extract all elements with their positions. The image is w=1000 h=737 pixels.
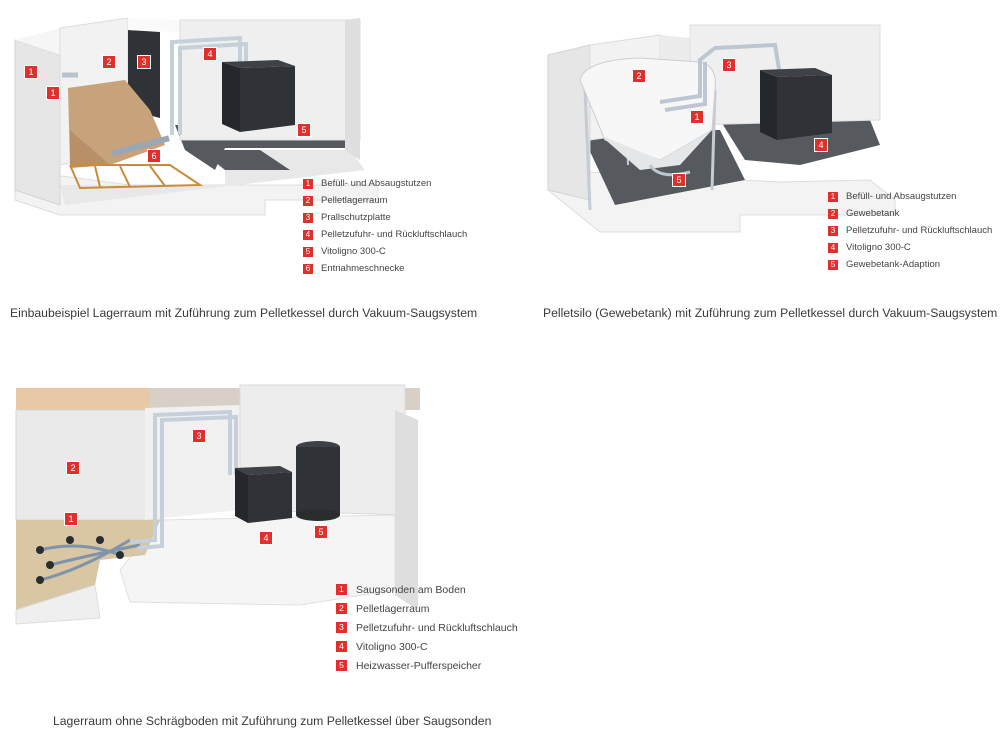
caption-figure-3: Lagerraum ohne Schrägboden mit Zuführung…	[53, 714, 492, 728]
marker-2: 2	[103, 56, 115, 68]
illustration-fabric-tank	[547, 24, 896, 233]
marker-3: 3	[193, 430, 205, 442]
marker-1: 1	[65, 513, 77, 525]
marker-6: 6	[148, 150, 160, 162]
marker-2: 2	[67, 462, 79, 474]
marker-1a: 1	[25, 66, 37, 78]
marker-1: 1	[691, 111, 703, 123]
illustration-storage-room	[14, 17, 379, 216]
marker-5: 5	[315, 526, 327, 538]
marker-4: 4	[204, 48, 216, 60]
marker-4: 4	[260, 532, 272, 544]
marker-4: 4	[815, 139, 827, 151]
caption-figure-1: Einbaubeispiel Lagerraum mit Zuführung z…	[10, 306, 478, 320]
marker-2: 2	[633, 70, 645, 82]
marker-3: 3	[723, 59, 735, 71]
marker-5: 5	[673, 174, 685, 186]
caption-figure-2: Pelletsilo (Gewebetank) mit Zuführung zu…	[543, 306, 998, 320]
marker-3: 3	[138, 56, 150, 68]
marker-1b: 1	[47, 87, 59, 99]
marker-5: 5	[298, 124, 310, 136]
